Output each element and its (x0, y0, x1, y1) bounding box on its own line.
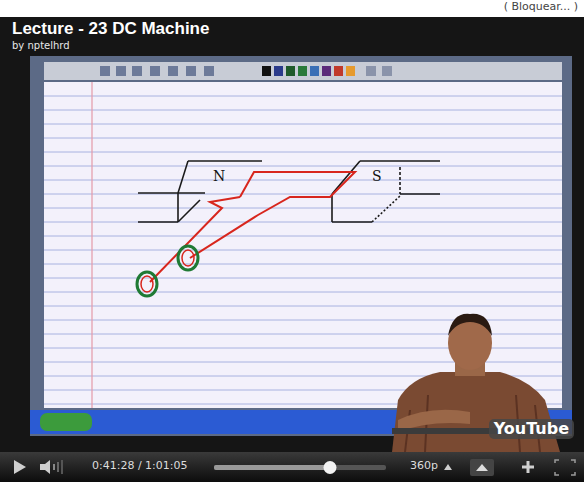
video-frame (0, 17, 584, 452)
lined-paper (44, 82, 562, 408)
progress-played (214, 465, 330, 470)
video-title: Lecture - 23 DC Machine (12, 19, 209, 39)
block-link: ( Bloquear... ) (504, 1, 578, 14)
channel-name: by nptelhrd (12, 40, 70, 52)
watermark-logo: YouTube (489, 419, 574, 439)
quality-setting: 360p (410, 460, 438, 473)
toolbar (44, 62, 562, 80)
paper-rules (44, 96, 562, 404)
progress-thumb (324, 461, 337, 474)
slip-ring (137, 246, 198, 296)
progress-track (214, 465, 386, 470)
pole-label: N (213, 168, 225, 184)
south-pole-magnet (332, 161, 440, 222)
armature-coil (150, 172, 355, 282)
margin-line (91, 82, 92, 408)
popout-button (470, 459, 494, 476)
quality-arrow (444, 464, 452, 470)
control-bar (0, 452, 584, 482)
time-display: 0:41:28 / 1:01:05 (92, 460, 188, 473)
play-icon (14, 460, 26, 474)
toolbar-icons (100, 66, 392, 76)
volume-icon (40, 460, 63, 474)
add-button (522, 461, 534, 473)
fullscreen-button (555, 460, 575, 475)
pole-label: S (372, 168, 382, 184)
start-button (40, 413, 92, 431)
